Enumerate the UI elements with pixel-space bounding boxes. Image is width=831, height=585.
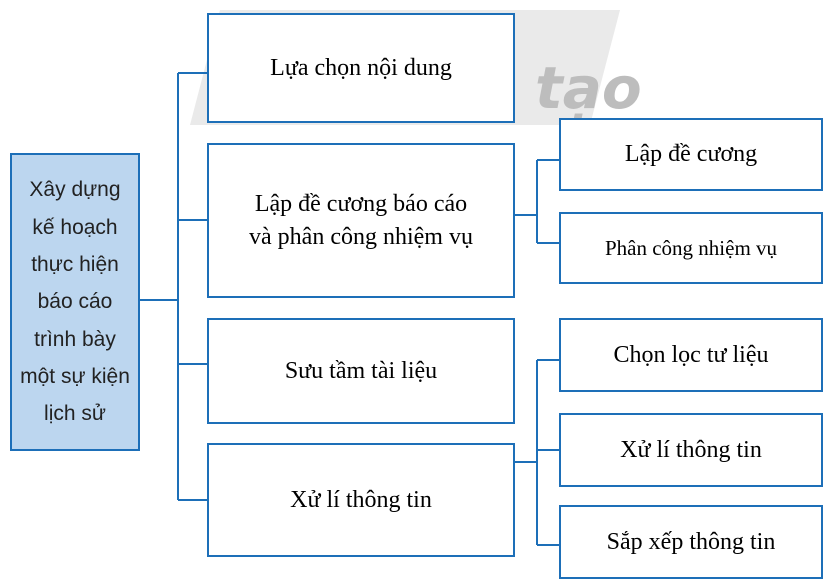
root-label: Xây dựng kế hoạch thực hiện báo cáo trìn… — [20, 178, 130, 426]
step-node-outline-and-assign: Lập đề cương báo cáo và phân công nhiệm … — [207, 143, 515, 298]
substep-node-select-materials: Chọn lọc tư liệu — [559, 318, 823, 392]
substep-label: Phân công nhiệm vụ — [604, 235, 778, 260]
step-label: Lựa chọn nội dung — [270, 54, 452, 81]
substep-label: Chọn lọc tư liệu — [613, 341, 769, 368]
root-node: Xây dựng kế hoạch thực hiện báo cáo trìn… — [10, 153, 140, 451]
substep-label: Xử lí thông tin — [620, 436, 762, 463]
step-label: Lập đề cương báo cáo và phân công nhiệm … — [249, 191, 473, 250]
step-label: Xử lí thông tin — [290, 486, 432, 513]
step-label: Sưu tầm tài liệu — [284, 357, 438, 384]
substep-node-outline: Lập đề cương — [559, 118, 823, 191]
substep-node-arrange-information: Sắp xếp thông tin — [559, 505, 823, 579]
watermark-text: tạo — [535, 54, 642, 122]
step-node-process-information: Xử lí thông tin — [207, 443, 515, 557]
substep-node-assign-tasks: Phân công nhiệm vụ — [559, 212, 823, 284]
substep-node-process-information: Xử lí thông tin — [559, 413, 823, 487]
step-node-collect-materials: Sưu tầm tài liệu — [207, 318, 515, 424]
step-node-select-content: Lựa chọn nội dung — [207, 13, 515, 123]
substep-label: Sắp xếp thông tin — [606, 528, 776, 555]
substep-label: Lập đề cương — [624, 141, 758, 168]
